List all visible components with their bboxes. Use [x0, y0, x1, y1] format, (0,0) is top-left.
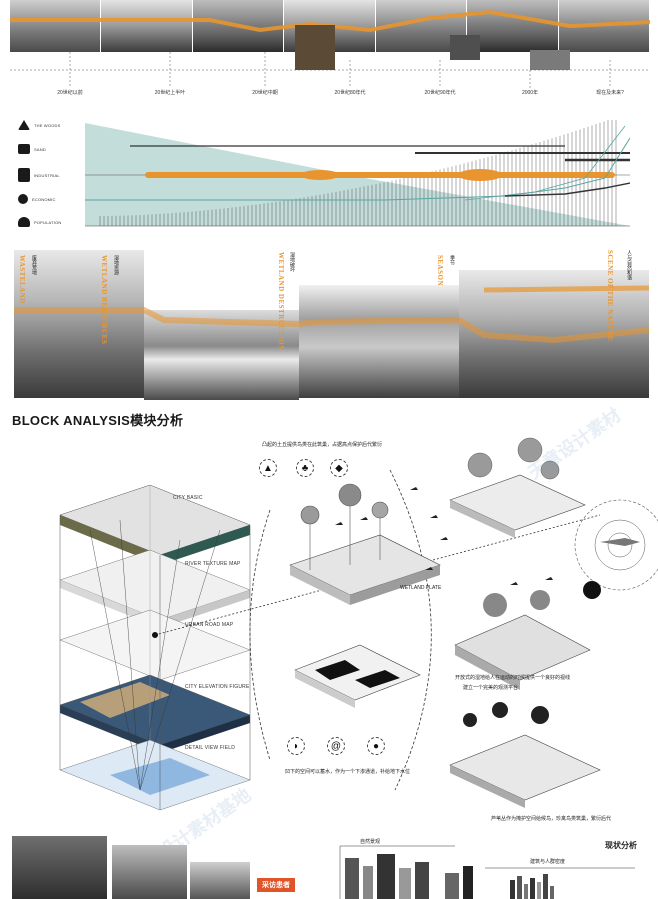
industrial-node — [458, 169, 502, 181]
footer-right-title: 现状分析 — [605, 841, 637, 850]
trend-graphic — [85, 120, 630, 227]
layer-label-urban-road: URBAN ROAD MAP — [185, 622, 234, 628]
industrial-bar — [145, 172, 615, 178]
panel-title: WETLAND RESOURCES — [100, 255, 108, 345]
tree-group-icon: ♣ — [296, 459, 314, 477]
fish-icon: ◗ — [287, 737, 305, 755]
coin-icon — [18, 194, 28, 204]
truck-icon — [18, 144, 30, 154]
block-diagram — [59, 437, 658, 811]
legend-economic: ECONOMIC — [18, 194, 56, 204]
panel-subtitle: 湿地破坏 — [289, 252, 295, 272]
footer-bar-subtitle: 建筑与人群密度 — [530, 859, 566, 865]
timeline-overlay — [10, 9, 650, 88]
footer-bar-title: 自然景观 — [360, 839, 381, 845]
legend-woods: THE WOODS — [18, 120, 60, 130]
footer-photo-elder — [112, 845, 187, 899]
legend-population: POPULATION — [18, 217, 62, 227]
machinery-photo — [450, 35, 480, 60]
snail-icon: @ — [327, 737, 345, 755]
caption-top: 凸起的土丘提供鸟类在此筑巢，占据高点保护后代繁衍 — [262, 442, 383, 448]
factory-icon — [18, 168, 30, 182]
caption-mid-2: 建立一个完美的观测平台 — [463, 685, 519, 691]
caption-bottom-right: 芦苇丛作为掩护空间给候鸟，珍禽鸟类筑巢，繁衍后代 — [491, 816, 612, 822]
caption-bottom: 凹下的空间可以蓄水，作为一个下渗通道，补给地下水位 — [285, 769, 411, 775]
eagle-icon: ▲ — [259, 459, 277, 477]
population-line — [504, 182, 630, 197]
interview-tag: 采访患者 — [257, 878, 295, 892]
boat-photo — [530, 50, 570, 70]
timeline-label: 2000年 — [521, 90, 539, 96]
panel-title: WASTELAND — [18, 255, 26, 304]
panel-title: WETLAND DESTRUCTION — [277, 252, 285, 351]
caption-wetland-plate: WETLAND PLATE — [400, 585, 442, 591]
frog-icon: ● — [367, 737, 385, 755]
timeline-label: 20世纪以前 — [57, 90, 83, 96]
panel-subtitle: 季节 — [449, 255, 455, 265]
history-photo — [467, 0, 559, 52]
history-photo — [10, 0, 102, 52]
legend-sand: SAND — [18, 144, 46, 154]
log-pile-photo — [295, 25, 335, 70]
panel-subtitle: 废弃荒地 — [31, 255, 37, 275]
timeline-label: 20世纪中期 — [252, 90, 278, 96]
panel-subtitle: 人与自然和谐 — [626, 250, 632, 280]
leaf-icon: ◆ — [330, 459, 348, 477]
timeline-label: 现在及未来? — [596, 90, 624, 96]
caption-mid: 开放式的湿地给人在运动的时候提供一个良好的视线 — [455, 675, 571, 681]
footer-density-graphic — [339, 845, 635, 899]
timeline-label: 20世纪90年代 — [424, 90, 456, 96]
layer-label-river-texture: RIVER TEXTURE MAP — [185, 561, 241, 567]
industrial-node — [300, 170, 340, 180]
panel-photo-wasteland — [14, 250, 144, 398]
layer-label-city-basic: CITY BASIC — [173, 495, 203, 501]
timeline-label: 20世纪80年代 — [334, 90, 366, 96]
people-icon — [18, 217, 30, 227]
layer-label-detail-view: DETAIL VIEW FIELD — [185, 745, 236, 751]
panel-photo-wetland-destruction — [299, 285, 459, 398]
panel-subtitle: 湿地资源 — [113, 255, 119, 275]
panel-title: SCENE OF THE NATURE — [606, 250, 614, 342]
layer-label-city-elevation: CITY ELEVATION FIGURE — [185, 684, 250, 690]
layer-stack — [59, 484, 251, 811]
history-photo — [101, 0, 193, 52]
economic-line-2 — [464, 125, 626, 201]
footer-photo-interview — [190, 862, 250, 899]
tree-icon — [18, 120, 30, 130]
section-title: BLOCK ANALYSIS模块分析 — [12, 413, 184, 428]
orange-river-overlay — [14, 285, 649, 344]
legend-industrial: INDUSTRIAL — [18, 168, 60, 182]
footer-photo-child — [12, 836, 107, 899]
timeline-label: 20世纪上半叶 — [154, 90, 186, 96]
panel-title: SEASON — [436, 255, 444, 287]
